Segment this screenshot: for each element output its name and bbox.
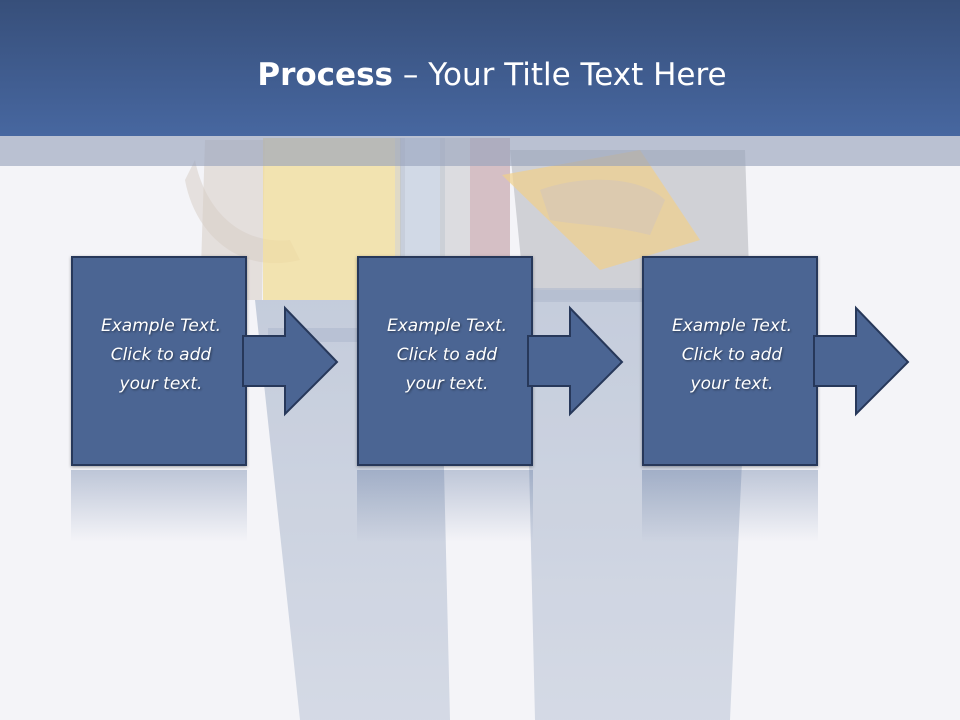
process-step-2: Example Text. Click to add your text. <box>357 256 537 542</box>
step-box[interactable]: Example Text. Click to add your text. <box>357 256 533 466</box>
step-text-line-3: your text. <box>119 374 203 394</box>
title-bold-text: Process <box>257 57 393 93</box>
step-text-line-2: Click to add <box>110 345 212 365</box>
title-strip <box>0 136 960 166</box>
step-text-line-2: Click to add <box>396 345 498 365</box>
slide-title[interactable]: Process – Your Title Text Here <box>0 52 960 98</box>
step-text-line-1: Example Text. <box>671 316 793 336</box>
arrow-right-icon <box>242 305 339 417</box>
arrow-right-icon <box>813 305 910 417</box>
title-regular-text: – Your Title Text Here <box>393 57 727 93</box>
title-bar <box>0 0 960 136</box>
step-text-line-2: Click to add <box>681 345 783 365</box>
process-step-1: Example Text. Click to add your text. <box>71 256 251 542</box>
step-text[interactable]: Example Text. Click to add your text. <box>77 312 245 399</box>
arrow-right-icon <box>527 305 624 417</box>
step-reflection <box>642 470 818 542</box>
step-reflection <box>357 470 533 542</box>
step-text[interactable]: Example Text. Click to add your text. <box>363 312 531 399</box>
step-text[interactable]: Example Text. Click to add your text. <box>648 312 816 399</box>
process-step-3: Example Text. Click to add your text. <box>642 256 822 542</box>
step-text-line-1: Example Text. <box>100 316 222 336</box>
step-box[interactable]: Example Text. Click to add your text. <box>642 256 818 466</box>
step-text-line-3: your text. <box>690 374 774 394</box>
step-reflection <box>71 470 247 542</box>
step-box[interactable]: Example Text. Click to add your text. <box>71 256 247 466</box>
step-text-line-1: Example Text. <box>386 316 508 336</box>
step-text-line-3: your text. <box>405 374 489 394</box>
